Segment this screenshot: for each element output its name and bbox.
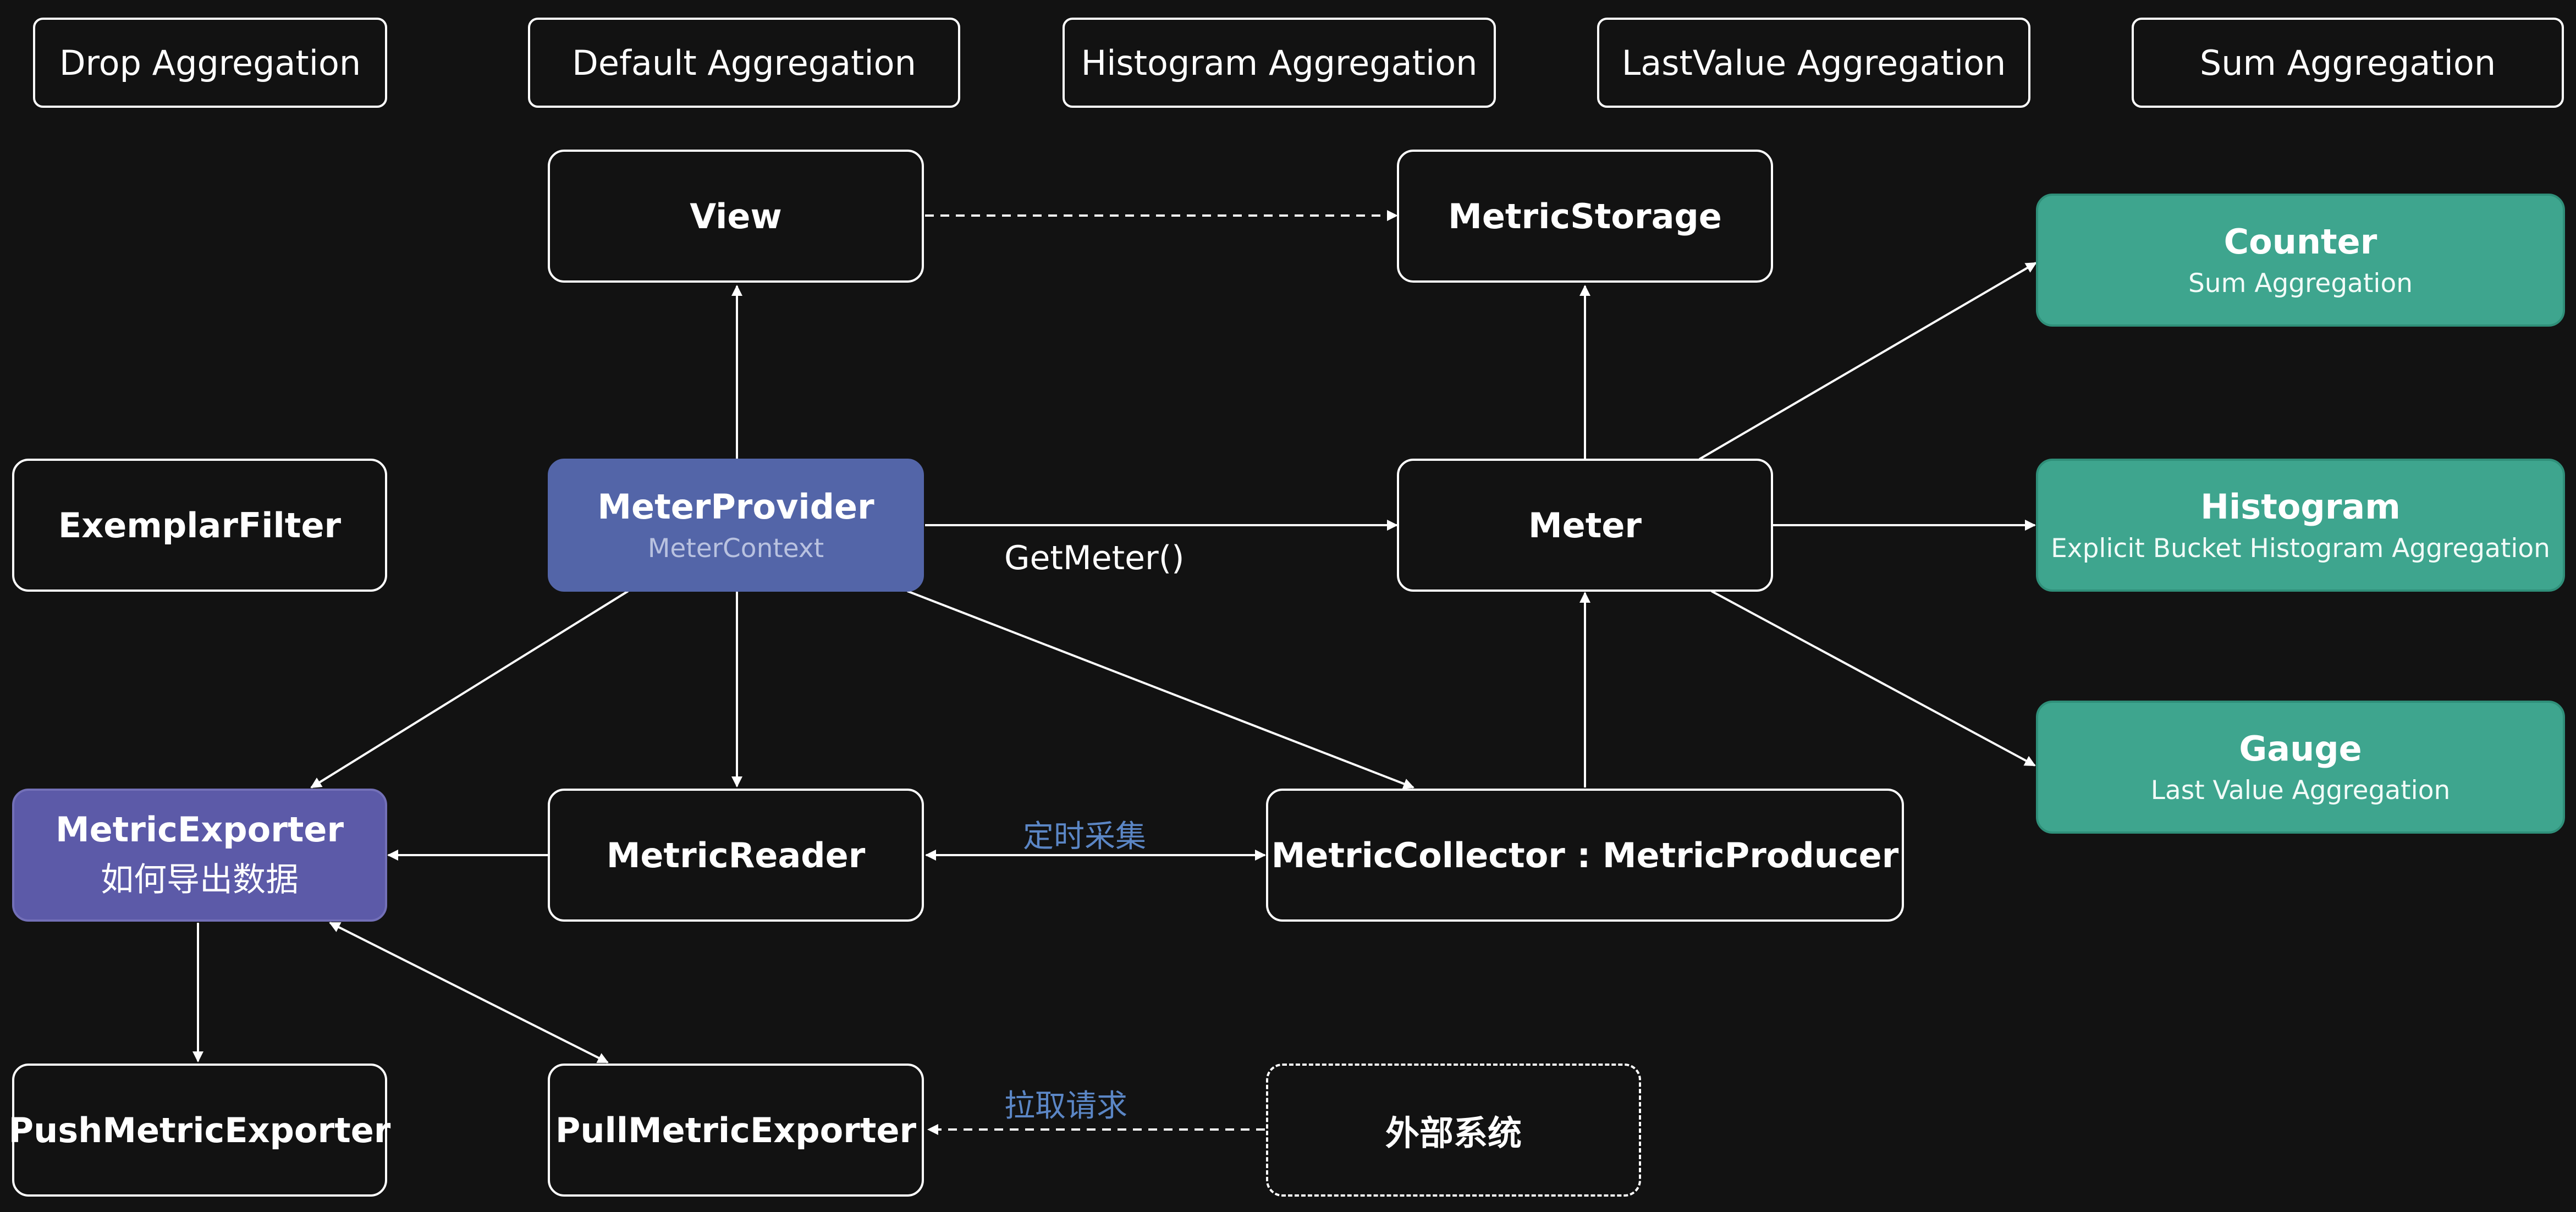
gauge-title: Gauge (2239, 729, 2362, 769)
counter-subtitle: Sum Aggregation (2188, 268, 2413, 299)
histogram-aggregation-box: Histogram Aggregation (1063, 18, 1496, 108)
exemplar-filter-node: ExemplarFilter (12, 459, 387, 592)
sum-aggregation-label: Sum Aggregation (2199, 42, 2496, 83)
counter-node: Counter Sum Aggregation (2036, 194, 2565, 327)
histogram-title: Histogram (2200, 487, 2401, 527)
external-system-label: 外部系统 (1385, 1113, 1522, 1153)
metric-reader-label: MetricReader (606, 835, 866, 875)
pull-exporter-label: PullMetricExporter (555, 1110, 917, 1150)
metric-reader-node: MetricReader (548, 789, 924, 922)
metric-storage-node: MetricStorage (1397, 150, 1773, 283)
default-aggregation-label: Default Aggregation (572, 42, 916, 83)
lastvalue-aggregation-label: LastValue Aggregation (1621, 42, 2006, 83)
metric-exporter-node: MetricExporter 如何导出数据 (12, 789, 387, 922)
view-label: View (690, 196, 782, 236)
metric-exporter-subtitle: 如何导出数据 (101, 861, 299, 899)
external-system-node: 外部系统 (1266, 1064, 1641, 1197)
edge-meter-to-gauge (1711, 590, 2036, 767)
push-exporter-label: PushMetricExporter (8, 1110, 391, 1150)
edge-provider-to-exporter (310, 590, 629, 789)
meter-label: Meter (1528, 505, 1642, 546)
edge-exporter-pull (329, 922, 609, 1064)
metric-collector-node: MetricCollector : MetricProducer (1266, 789, 1904, 922)
pull-exporter-node: PullMetricExporter (548, 1064, 924, 1197)
counter-title: Counter (2223, 222, 2377, 262)
metric-exporter-title: MetricExporter (55, 809, 344, 850)
edge-provider-to-collector (907, 590, 1414, 789)
edge-meter-to-counter (1698, 262, 2037, 460)
push-exporter-node: PushMetricExporter (9, 1064, 390, 1197)
metric-storage-label: MetricStorage (1448, 196, 1722, 236)
view-node: View (548, 150, 924, 283)
gauge-subtitle: Last Value Aggregation (2150, 775, 2451, 806)
histogram-node: Histogram Explicit Bucket Histogram Aggr… (2036, 459, 2565, 592)
meter-node: Meter (1397, 459, 1773, 592)
lastvalue-aggregation-box: LastValue Aggregation (1597, 18, 2030, 108)
sum-aggregation-box: Sum Aggregation (2132, 18, 2564, 108)
exemplar-filter-label: ExemplarFilter (58, 505, 342, 546)
default-aggregation-box: Default Aggregation (528, 18, 960, 108)
gauge-node: Gauge Last Value Aggregation (2036, 701, 2565, 834)
metric-collector-label: MetricCollector : MetricProducer (1271, 835, 1899, 875)
drop-aggregation-label: Drop Aggregation (59, 42, 361, 83)
drop-aggregation-box: Drop Aggregation (33, 18, 387, 108)
pull-request-label: 拉取请求 (1004, 1088, 1127, 1124)
histogram-aggregation-label: Histogram Aggregation (1081, 42, 1478, 83)
meter-provider-title: MeterProvider (597, 487, 874, 527)
histogram-subtitle: Explicit Bucket Histogram Aggregation (2051, 533, 2550, 564)
meter-provider-node: MeterProvider MeterContext (548, 459, 924, 592)
meter-provider-subtitle: MeterContext (647, 533, 824, 564)
get-meter-label: GetMeter() (1004, 539, 1185, 577)
timed-collection-label: 定时采集 (1023, 819, 1146, 855)
